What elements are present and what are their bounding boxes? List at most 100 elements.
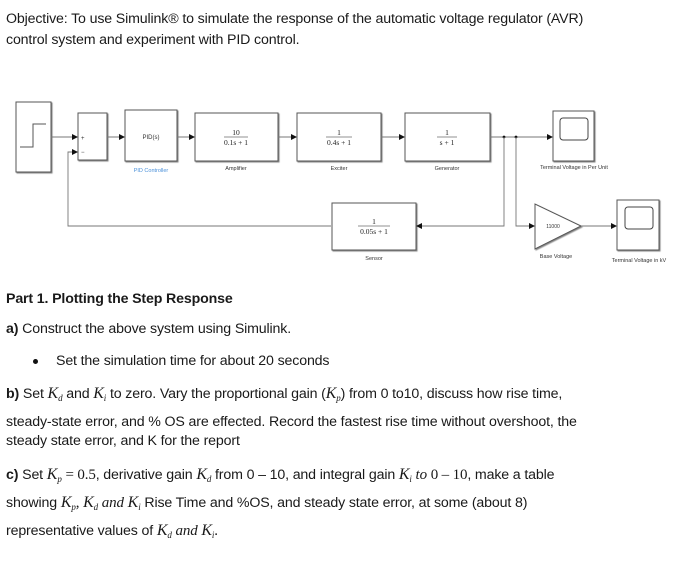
part-c-text: , derivative gain	[95, 467, 193, 483]
kp-subscript: p	[336, 393, 341, 403]
kd-letter: K	[196, 466, 207, 483]
gain-value: 11000	[546, 224, 560, 230]
gain-label: Base Voltage	[540, 254, 572, 260]
step-block[interactable]	[15, 101, 52, 173]
part-c-text: , make a table	[467, 467, 555, 483]
part-b-marker: b)	[6, 386, 20, 402]
part-b-text: and	[66, 386, 90, 402]
sensor-numerator: 1	[372, 217, 376, 226]
exciter-numerator: 1	[337, 128, 341, 137]
generator-label: Generator	[435, 166, 460, 172]
math-and: and	[175, 523, 198, 539]
kp-letter: K	[325, 385, 337, 402]
pid-block-label: PID Controller	[134, 168, 169, 174]
part1-heading: Part 1. Plotting the Step Response	[6, 291, 233, 307]
part-c-text: Rise Time and %OS, and steady state erro…	[144, 495, 528, 511]
kd-symbol: Kd	[196, 466, 212, 484]
kd-symbol: Kd	[83, 494, 99, 512]
part-a: a) Construct the above system using Simu…	[6, 320, 291, 338]
ki-symbol: Ki	[93, 385, 107, 403]
part-c-text: from 0 – 10, and integral gain	[215, 467, 396, 483]
generator-numerator: 1	[445, 128, 449, 137]
exciter-denominator: 0.4s + 1	[327, 138, 351, 147]
ki-subscript: i	[211, 530, 215, 540]
bullet-icon	[33, 358, 38, 364]
pid-block-text: PID(s)	[143, 135, 160, 141]
scope-icon	[559, 117, 589, 141]
part-b-line-2: steady-state error, and % OS are effecte…	[6, 414, 577, 430]
part-b-line-3: steady state error, and K for the report	[6, 433, 240, 449]
kd-letter: K	[156, 522, 168, 539]
sum-minus-sign: −	[81, 150, 85, 156]
sensor-label: Sensor	[365, 256, 383, 262]
amplifier-denominator: 0.1s + 1	[224, 138, 248, 147]
bullet-item: Set the simulation time for about 20 sec…	[33, 352, 330, 370]
objective-line-2: control system and experiment with PID c…	[6, 32, 300, 48]
step-icon	[20, 123, 46, 148]
part-c-math-to: to	[415, 467, 428, 483]
ki-subscript: i	[103, 393, 107, 403]
exciter-block[interactable]: 1 0.4s + 1 Exciter	[296, 112, 382, 172]
part-b-text: ) from 0 to10, discuss how rise time,	[340, 386, 563, 402]
kd-symbol: Kd	[156, 522, 172, 540]
part-c-line-2: showing Kp, Kd and Ki Rise Time and %OS,…	[6, 494, 527, 516]
kp-letter: K	[46, 466, 58, 483]
amplifier-block[interactable]: 10 0.1s + 1 Amplifier	[194, 112, 279, 172]
part-b-line-1: b) Set Kd and Ki to zero. Vary the propo…	[6, 385, 562, 407]
part-b-text: Set	[22, 386, 44, 402]
ki-letter: K	[93, 385, 104, 402]
ki-symbol: Ki	[398, 466, 412, 484]
part-c-text: Set	[22, 467, 43, 483]
part-c-text: representative values of	[6, 523, 154, 539]
wire-branch-to-gain	[515, 137, 535, 229]
kd-symbol: Kd	[47, 385, 63, 403]
wire-feedback-to-sensor	[416, 137, 505, 229]
kp-symbol: Kp	[60, 494, 76, 512]
kp-subscript: p	[71, 502, 76, 512]
period: .	[214, 523, 218, 539]
ki-subscript: i	[138, 502, 141, 512]
scope-terminal-voltage-per-unit[interactable]: Terminal Voltage in Per Unit	[540, 110, 608, 171]
ki-symbol: Ki	[201, 522, 215, 540]
kd-subscript: d	[93, 502, 99, 512]
math-and: and	[101, 495, 124, 511]
sensor-block[interactable]: 1 0.05s + 1 Sensor	[331, 202, 417, 262]
kp-letter: K	[60, 494, 72, 511]
bullet-text: Set the simulation time for about 20 sec…	[56, 353, 330, 369]
sum-plus-sign: +	[81, 136, 85, 142]
part-a-text: Construct the above system using Simulin…	[22, 321, 292, 337]
part-c-marker: c)	[6, 467, 19, 483]
part-a-marker: a)	[6, 321, 19, 337]
part-c-text: showing	[6, 495, 58, 511]
amplifier-numerator: 10	[232, 128, 240, 137]
scope-icon	[624, 206, 654, 230]
amplifier-label: Amplifier	[225, 166, 247, 172]
pid-controller-block[interactable]: PID(s) PID Controller	[124, 109, 178, 174]
part-b-text: to zero. Vary the proportional gain (	[109, 386, 326, 402]
generator-block[interactable]: 1 s + 1 Generator	[404, 112, 491, 172]
kd-letter: K	[83, 494, 94, 511]
comma: ,	[75, 495, 80, 511]
kd-subscript: d	[167, 530, 172, 540]
kp-subscript: p	[57, 474, 62, 484]
sum-block[interactable]: + −	[77, 112, 108, 161]
kp-symbol: Kp	[325, 385, 341, 403]
part-c-math-range: 0 – 10	[430, 467, 468, 483]
ki-subscript: i	[409, 474, 412, 484]
ki-letter: K	[201, 522, 212, 539]
base-voltage-gain-block[interactable]: 11000 Base Voltage	[534, 203, 583, 260]
part-c-line-1: c) Set Kp = 0.5, derivative gain Kd from…	[6, 466, 554, 488]
kp-symbol: Kp	[46, 466, 62, 484]
kd-letter: K	[47, 385, 59, 402]
ki-symbol: Ki	[127, 494, 141, 512]
part-c-line-3: representative values of Kd and Ki.	[6, 522, 218, 544]
ki-letter: K	[127, 494, 139, 511]
sensor-denominator: 0.05s + 1	[360, 227, 388, 236]
scope-terminal-voltage-kv[interactable]: Terminal Voltage in kV	[612, 199, 667, 264]
exciter-label: Exciter	[331, 166, 348, 172]
scope-per-unit-label: Terminal Voltage in Per Unit	[540, 165, 608, 171]
ki-letter: K	[398, 466, 410, 483]
wire-sensor-to-sum	[67, 149, 331, 227]
kd-subscript: d	[206, 474, 212, 484]
kp-value: = 0.5	[65, 467, 96, 483]
